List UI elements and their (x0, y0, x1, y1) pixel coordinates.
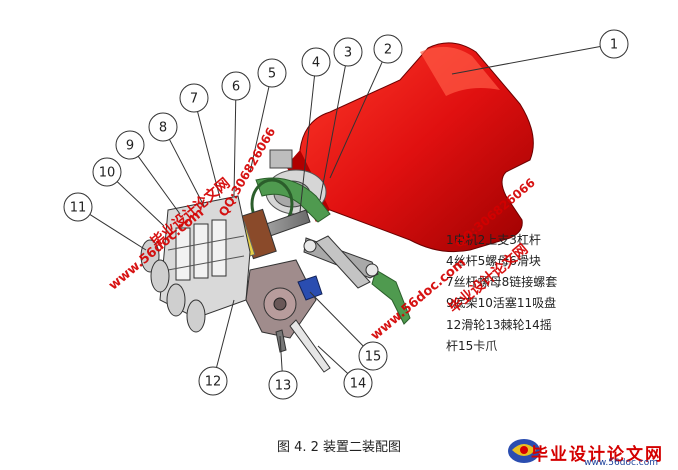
callout-circle-8 (148, 112, 178, 142)
callout-label-1: 1 (610, 38, 618, 53)
callout-leader-2 (329, 61, 383, 179)
callout-leader-5 (249, 86, 270, 173)
callout-leader-15 (309, 291, 364, 347)
callout-leader-3 (319, 65, 346, 201)
legend-line-6: 杆15卡爪 (446, 339, 498, 353)
callout-leader-9 (137, 156, 181, 215)
callout-label-3: 3 (344, 46, 352, 61)
lever-linkage (303, 235, 379, 289)
callout-label-13: 13 (275, 379, 292, 394)
callout-circle-11 (63, 192, 93, 222)
callout-circle-15 (358, 341, 388, 371)
callout-leader-8 (169, 139, 205, 207)
callout-circle-2 (373, 34, 403, 64)
callout-leader-11 (89, 214, 147, 251)
callout-leader-10 (116, 181, 165, 227)
callout-label-10: 10 (99, 166, 116, 181)
callout-leader-4 (299, 75, 316, 213)
callout-label-9: 9 (126, 139, 134, 154)
legend-line-4: 9底架10活塞11吸盘 (446, 296, 557, 310)
site-logo-icon (508, 439, 540, 463)
callout-circle-4 (301, 47, 331, 77)
callout-label-5: 5 (268, 67, 276, 82)
callout-circle-14 (343, 368, 373, 398)
callout-label-11: 11 (70, 201, 87, 216)
footer-brand: 毕业设计论文网 (531, 445, 664, 465)
callout-leader-13 (279, 335, 283, 372)
callout-circle-12 (198, 366, 228, 396)
legend-line-5: 12滑轮13棘轮14摇 (446, 318, 552, 332)
callout-label-2: 2 (384, 43, 392, 58)
callout-leader-14 (317, 345, 349, 374)
base-frame (159, 195, 251, 319)
callout-circle-9 (115, 130, 145, 160)
callout-label-4: 4 (312, 56, 320, 71)
callout-circle-7 (179, 83, 209, 113)
callout-circle-1 (599, 29, 629, 59)
callout-label-6: 6 (232, 80, 240, 95)
callout-label-15: 15 (365, 350, 382, 365)
callout-circle-6 (221, 71, 251, 101)
footer-url: www.56doc.com (584, 458, 658, 468)
callout-circle-10 (92, 157, 122, 187)
callout-circle-5 (257, 58, 287, 88)
legend-line-1: 1电机2上支3杠杆 (446, 233, 541, 247)
suction-cups (140, 239, 206, 333)
callout-leader-12 (216, 299, 235, 368)
callout-circle-13 (268, 370, 298, 400)
legend-line-2: 4丝杆5螺母6滑块 (446, 254, 541, 268)
callout-label-8: 8 (159, 121, 167, 136)
figure-caption: 图 4. 2 装置二装配图 (276, 440, 402, 455)
legend-line-3: 7丝杆螺母8链接螺套 (446, 275, 558, 289)
callout-label-14: 14 (350, 377, 367, 392)
callout-label-12: 12 (205, 375, 222, 390)
callout-leader-7 (197, 111, 221, 199)
callout-leader-1 (451, 46, 601, 75)
ratchet-mechanism (245, 259, 331, 373)
callout-circle-3 (333, 37, 363, 67)
callout-leader-6 (233, 99, 237, 197)
callout-label-7: 7 (190, 92, 198, 107)
